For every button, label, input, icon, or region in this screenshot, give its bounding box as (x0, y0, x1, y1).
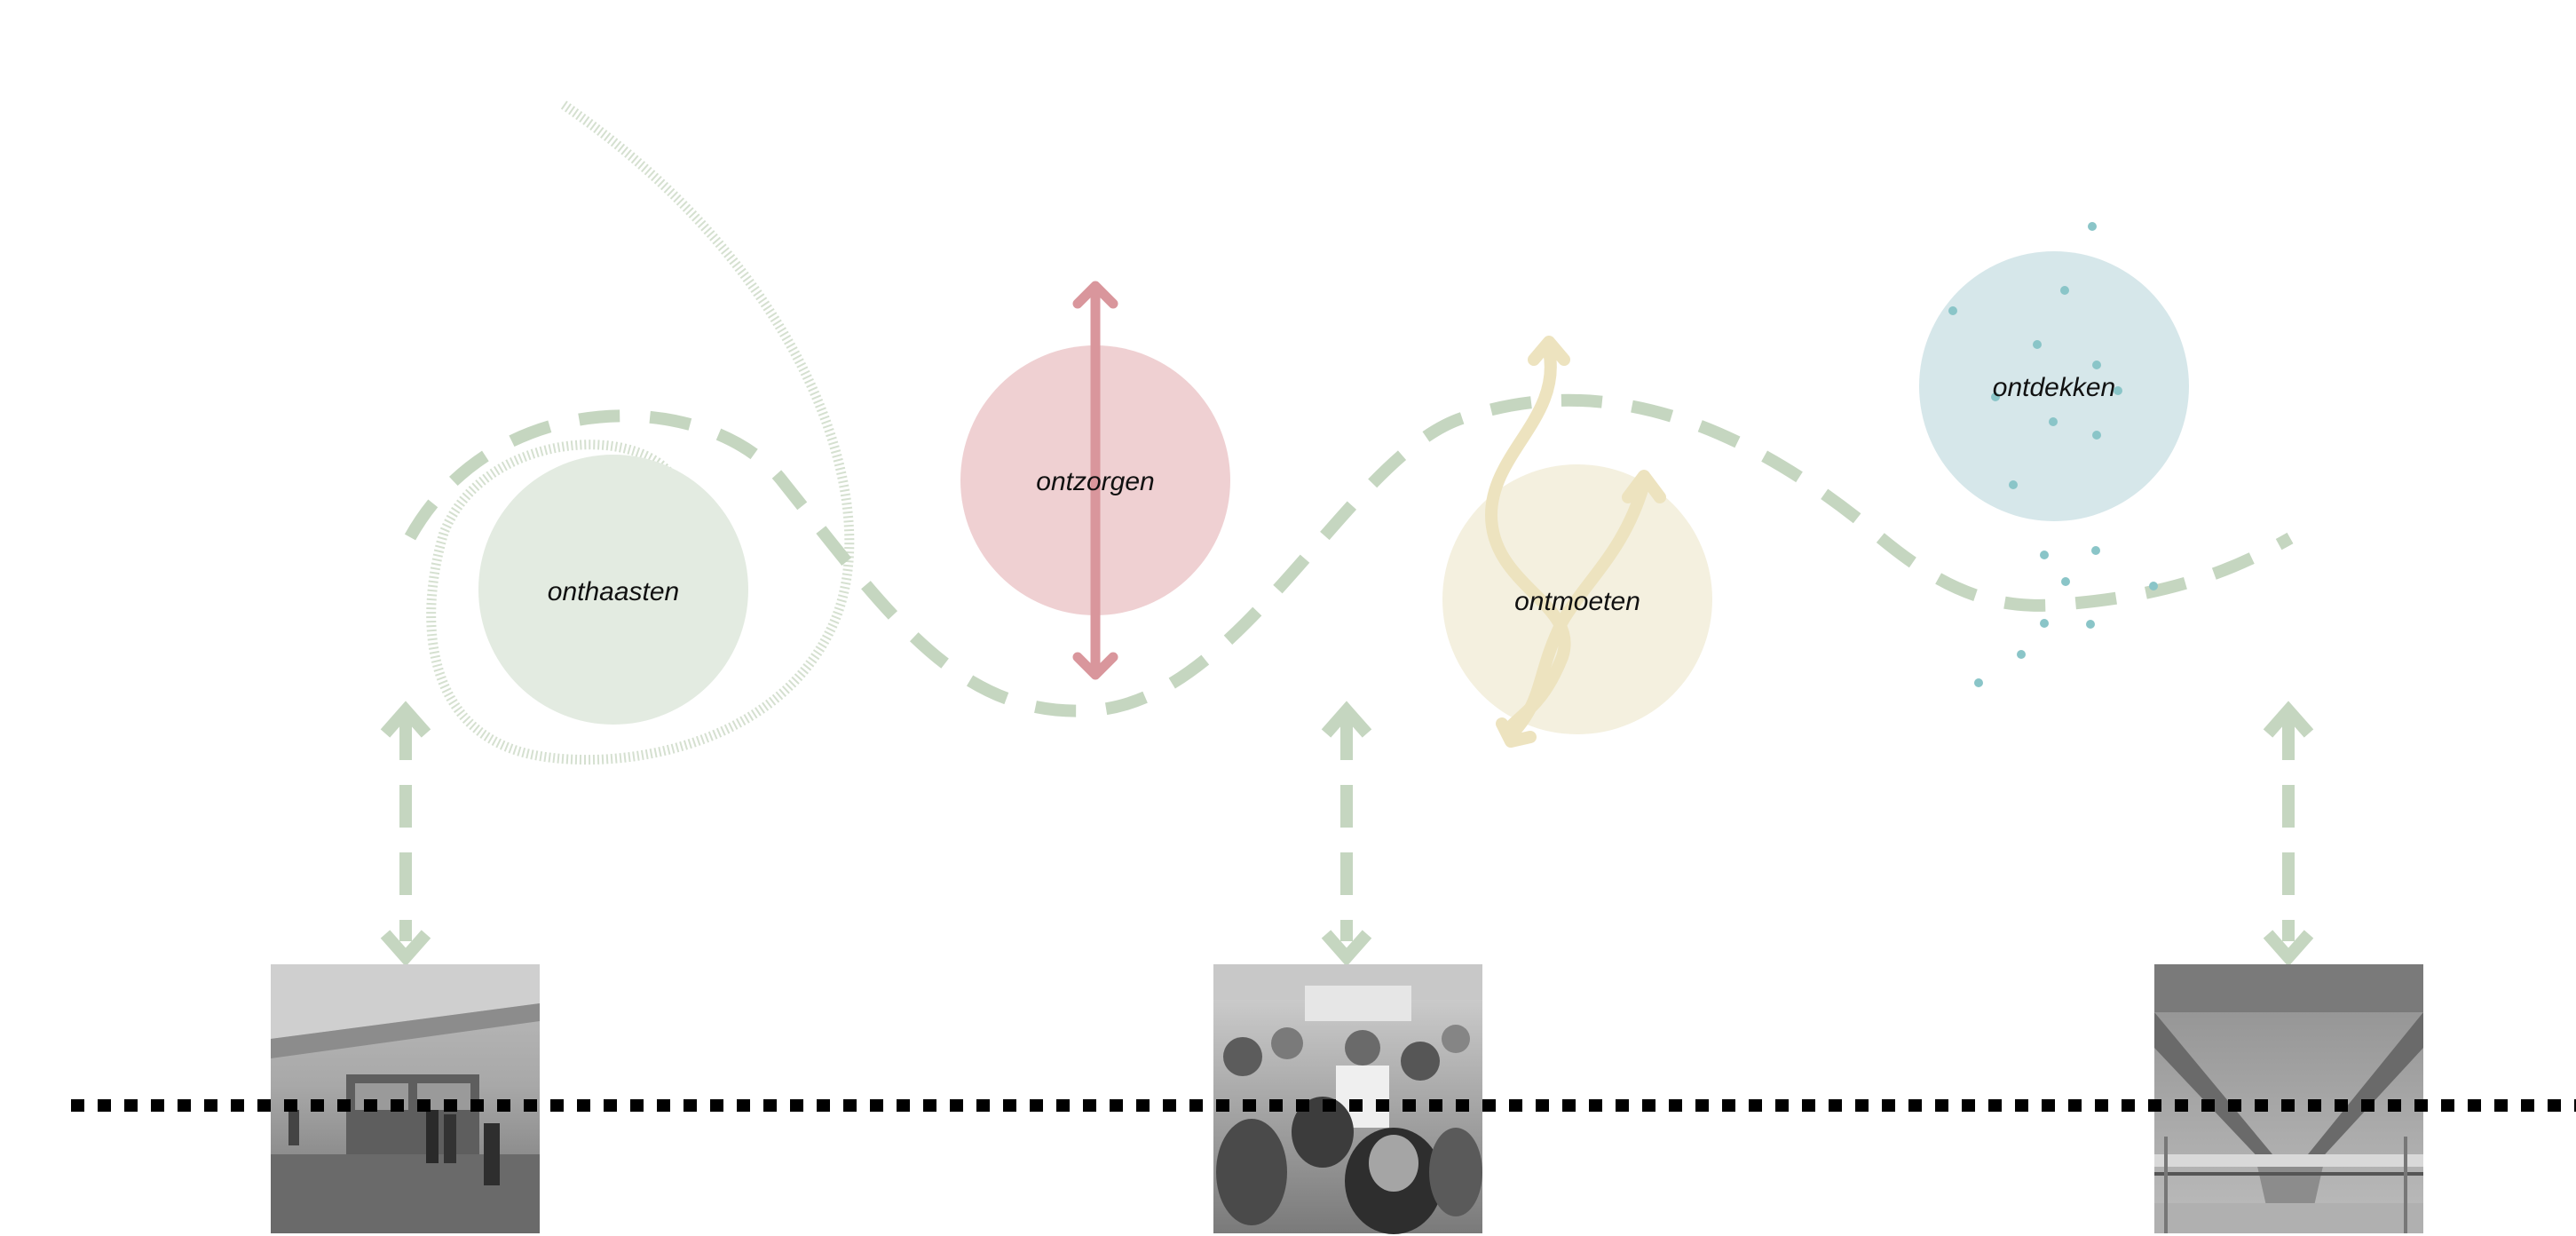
concept-circle-ontdekken (1919, 251, 2189, 521)
vertical-double-arrow-icon (1072, 281, 1118, 680)
crossing-paths-icon (1485, 336, 1666, 748)
photo-bus-station (271, 964, 540, 1233)
photo-overpass (2154, 964, 2423, 1233)
concept-label-onthaasten: onthaasten (548, 577, 679, 606)
concept-label-ontzorgen: ontzorgen (1036, 467, 1154, 496)
wave-path (404, 393, 2294, 717)
connector-arrow-middle (1321, 701, 1372, 967)
concept-label-ontmoeten: ontmoeten (1514, 587, 1640, 616)
connector-arrow-left (380, 701, 431, 967)
connector-arrow-right (2263, 701, 2314, 967)
scattered-dots-icon (1948, 222, 2158, 687)
concept-label-ontdekken: ontdekken (1993, 373, 2115, 402)
photo-crowd (1213, 964, 1482, 1234)
concept-circle-onthaasten (478, 455, 748, 725)
